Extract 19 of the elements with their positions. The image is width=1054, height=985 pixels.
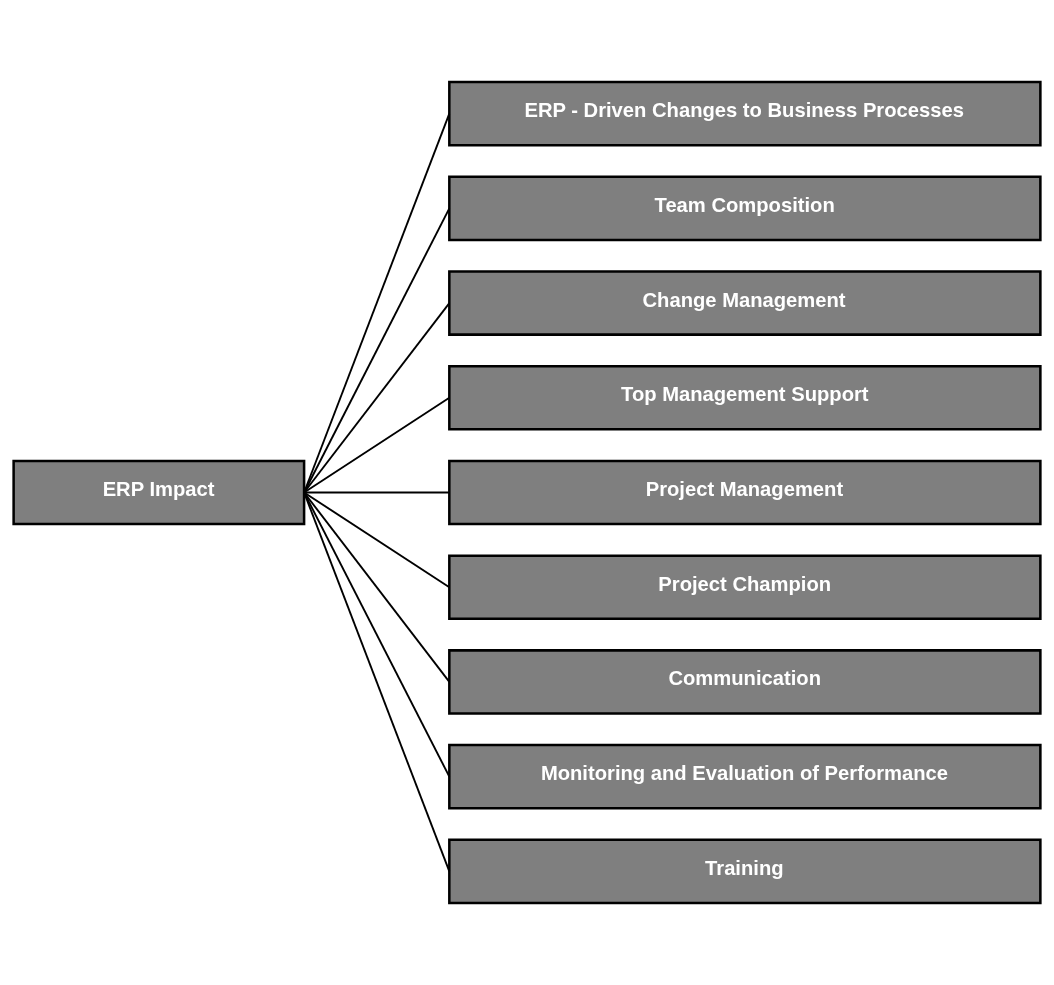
node-box: ERP - Driven Changes to Business Processes [448, 80, 1042, 147]
node-box: Project Champion [448, 554, 1042, 621]
connector [303, 302, 451, 494]
node-box: Top Management Support [448, 364, 1042, 431]
node-box: Change Management [448, 270, 1042, 336]
connector [303, 396, 451, 494]
node-box: Communication [448, 649, 1042, 715]
connector [303, 112, 451, 494]
node-box: Monitoring and Evaluation of Performance [448, 743, 1042, 810]
node-box: Training [448, 838, 1042, 905]
node-box: Project Management [448, 459, 1042, 526]
connector [303, 491, 451, 778]
connector [303, 207, 451, 494]
connector [303, 491, 451, 494]
node-box: ERP Impact [12, 459, 306, 526]
connector [303, 491, 451, 683]
connector [303, 491, 451, 589]
connector [303, 491, 451, 873]
node-box: Team Composition [448, 175, 1042, 242]
